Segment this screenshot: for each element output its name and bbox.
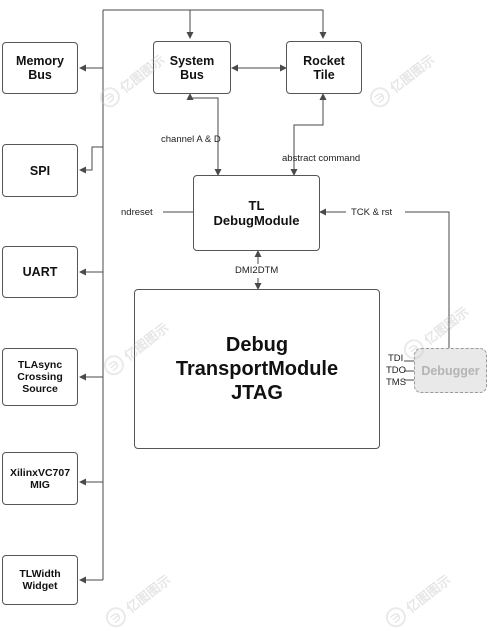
transport-module-box: Debug TransportModule JTAG xyxy=(134,289,380,449)
spi-box: SPI xyxy=(2,144,78,197)
tck-label: TCK & rst xyxy=(351,207,393,218)
connector-lines xyxy=(79,9,450,584)
memory-bus-box: Memory Bus xyxy=(2,42,78,94)
link-spi xyxy=(79,146,103,174)
link-abstract xyxy=(290,93,327,176)
tms-label: TMS xyxy=(386,377,407,388)
link-tck xyxy=(405,211,450,348)
top-link xyxy=(103,9,327,39)
system-bus-box: System Bus xyxy=(153,41,231,94)
tlwidth-box: TLWidth Widget xyxy=(2,555,78,605)
dmi-label: DMI2DTM xyxy=(235,265,279,276)
rocket-tile-box: Rocket Tile xyxy=(286,41,362,94)
tdo-label: TDO xyxy=(386,365,407,376)
link-channel xyxy=(186,93,222,176)
debugger-box: Debugger xyxy=(414,348,487,393)
uart-box: UART xyxy=(2,246,78,298)
channel-label: channel A & D xyxy=(161,134,221,145)
debug-module-box: TL DebugModule xyxy=(193,175,320,251)
tdi-label: TDI xyxy=(388,353,404,364)
xilinx-box: XilinxVC707 MIG xyxy=(2,452,78,505)
ndreset-label: ndreset xyxy=(121,207,153,218)
tlasync-box: TLAsync Crossing Source xyxy=(2,348,78,406)
abstract-command-label: abstract command xyxy=(282,153,361,164)
